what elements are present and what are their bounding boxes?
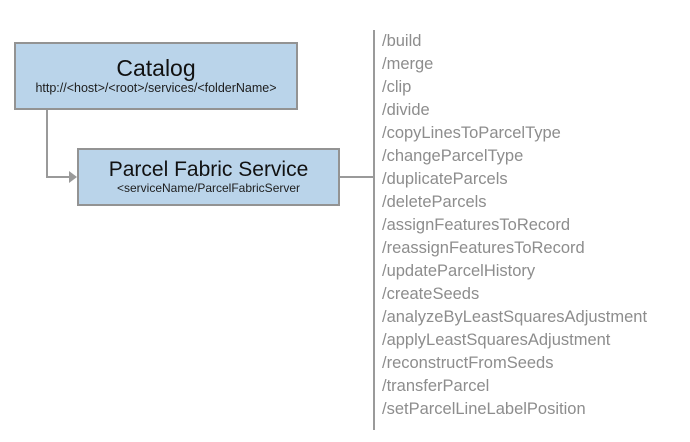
operation-item: /createSeeds <box>382 285 480 303</box>
operation-item: /assignFeaturesToRecord <box>382 216 571 234</box>
operation-item: /copyLinesToParcelType <box>382 124 561 142</box>
parcel-fabric-service-node-path: <serviceName/ParcelFabricServer <box>116 180 301 195</box>
operation-item: /changeParcelType <box>382 147 524 165</box>
operation-item: /applyLeastSquaresAdjustment <box>382 331 611 349</box>
operation-item: /updateParcelHistory <box>382 262 536 280</box>
operation-item: /reassignFeaturesToRecord <box>382 239 585 257</box>
connector-catalog-vertical-segment <box>46 110 48 178</box>
operation-item: /setParcelLineLabelPosition <box>382 400 586 418</box>
arrow-right-icon <box>69 171 77 183</box>
operation-item: /clip <box>382 78 412 96</box>
operation-item: /deleteParcels <box>382 193 487 211</box>
operation-item: /divide <box>382 101 430 119</box>
parcel-fabric-service-node: Parcel Fabric Service <serviceName/Parce… <box>77 148 340 206</box>
parcel-fabric-service-node-title: Parcel Fabric Service <box>108 157 309 181</box>
operation-item: /analyzeByLeastSquaresAdjustment <box>382 308 648 326</box>
operation-item: /build <box>382 32 422 50</box>
catalog-node: Catalog http://<host>/<root>/services/<f… <box>14 42 298 110</box>
operation-item: /transferParcel <box>382 377 490 395</box>
operations-list: /build/merge/clip/divide/copyLinesToParc… <box>373 30 647 430</box>
catalog-node-url: http://<host>/<root>/services/<folderNam… <box>35 81 277 96</box>
operation-item: /duplicateParcels <box>382 170 508 188</box>
catalog-node-title: Catalog <box>116 55 196 82</box>
connector-catalog-horizontal-segment <box>46 176 71 178</box>
operation-item: /merge <box>382 55 434 73</box>
connector-service-to-operations <box>340 176 374 178</box>
operation-item: /reconstructFromSeeds <box>382 354 554 372</box>
